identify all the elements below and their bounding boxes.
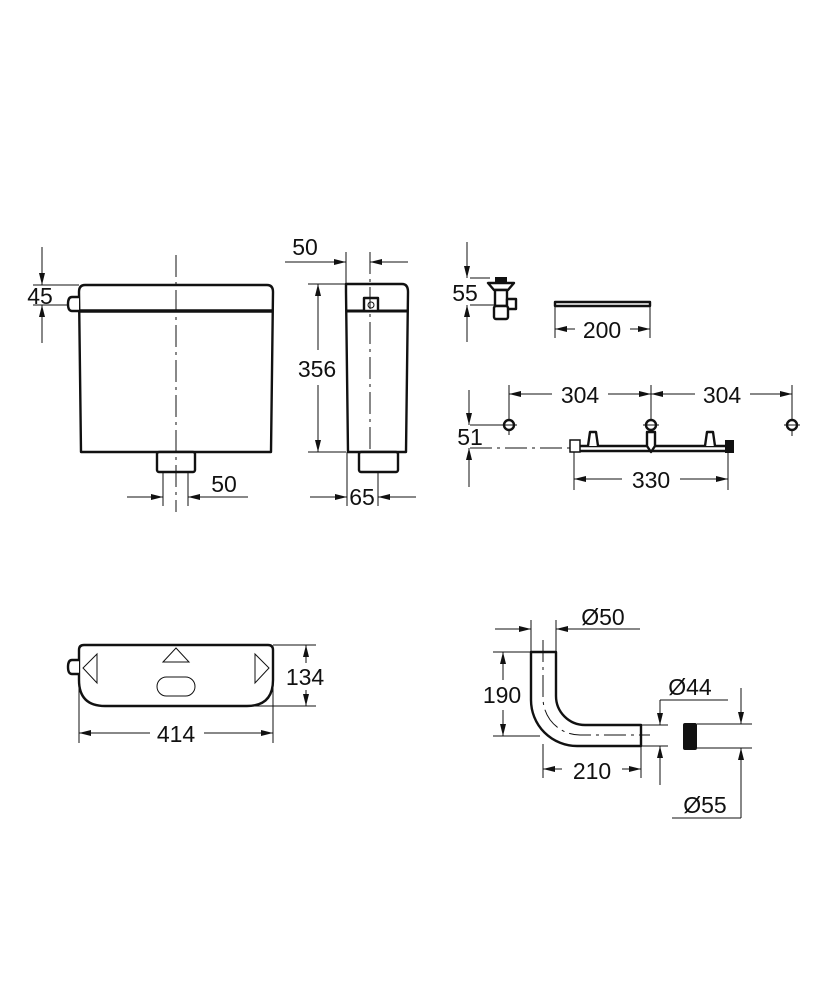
dim-304-left: 304 (561, 382, 600, 408)
dim-304-right: 304 (703, 382, 742, 408)
dim-diameter-44: Ø44 (668, 674, 712, 700)
mounting-rail: 304 304 51 330 (457, 382, 800, 493)
dim-50-button: 50 (292, 234, 318, 260)
dim-200: 200 (583, 317, 621, 343)
dim-diameter-50: Ø50 (581, 604, 624, 630)
arrow-left-icon (82, 652, 98, 685)
seal-strip: 200 (553, 300, 652, 343)
dim-51: 51 (457, 424, 483, 450)
dim-diameter-55: Ø55 (683, 792, 726, 818)
dim-65: 65 (349, 484, 375, 510)
angle-valve: 55 (452, 242, 518, 342)
dim-50-outlet: 50 (211, 471, 237, 497)
arrow-right-icon (254, 652, 270, 685)
dim-356: 356 (298, 356, 336, 382)
pipe-coupling: Ø55 (672, 688, 752, 819)
cistern-front-view: 45 50 (27, 247, 275, 512)
cistern-bottom-view: 134 414 (66, 643, 325, 747)
arrow-up-icon (161, 647, 191, 663)
flush-button-icon (362, 296, 380, 313)
cistern-side-view: 50 356 65 (285, 234, 416, 510)
dim-45: 45 (27, 283, 53, 309)
dim-55: 55 (452, 280, 478, 306)
dim-190: 190 (483, 682, 521, 708)
dim-330: 330 (632, 467, 670, 493)
dim-210: 210 (573, 758, 611, 784)
flush-pipe-bend: Ø50 190 210 Ø44 (483, 604, 728, 785)
dim-414: 414 (157, 721, 196, 747)
dim-134: 134 (286, 664, 325, 690)
